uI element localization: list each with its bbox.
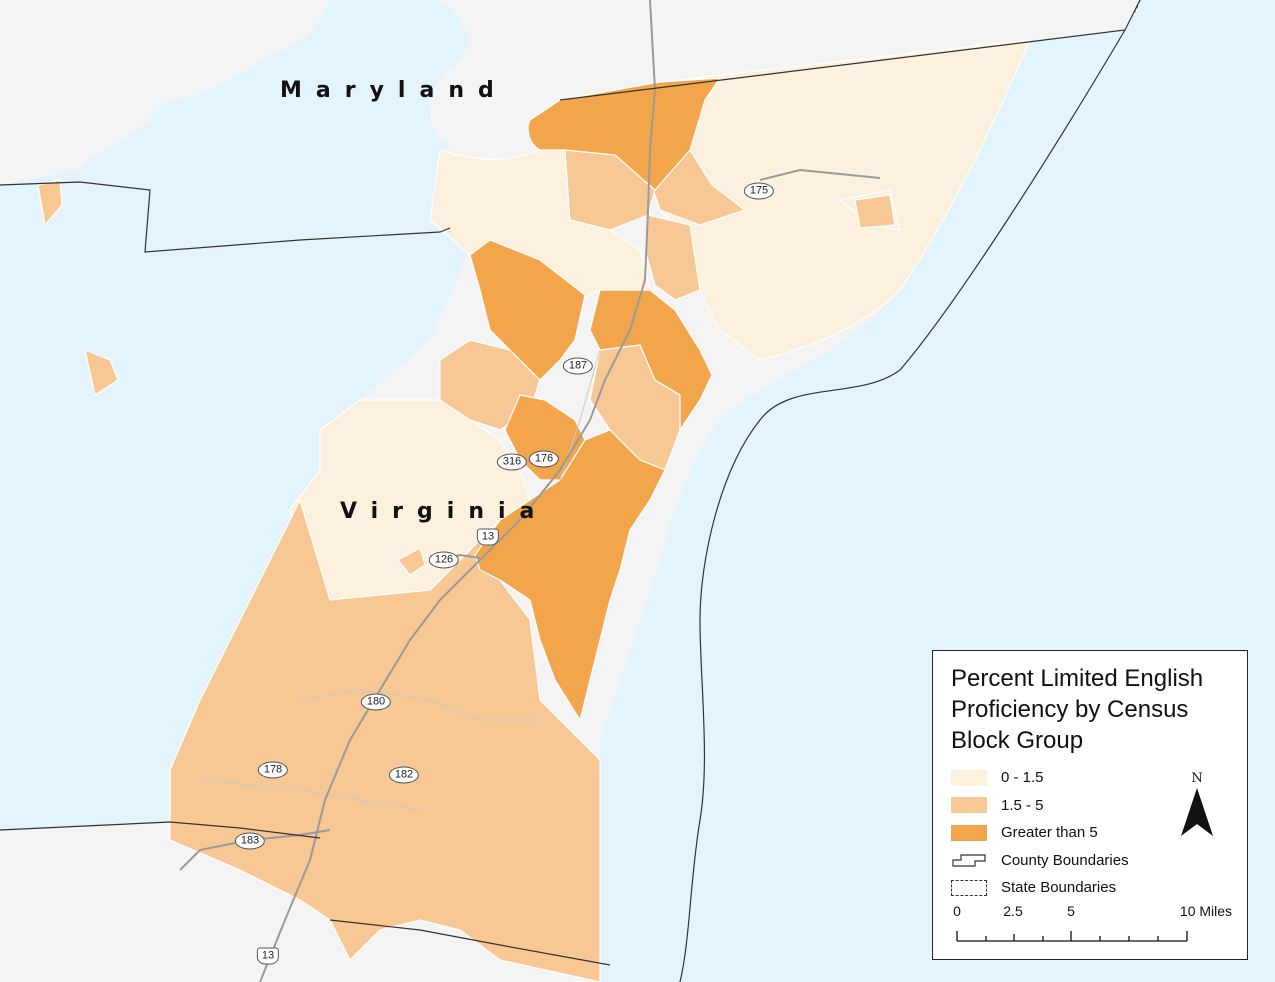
state-boundaries (0, 0, 1141, 982)
block-group (84, 349, 119, 396)
legend-swatch-low (951, 769, 987, 786)
legend-label-state: State Boundaries (1001, 879, 1117, 897)
legend-row-high: Greater than 5 (951, 819, 1231, 847)
block-group (469, 239, 586, 381)
scale-label-0: 0 (953, 903, 961, 919)
land-maryland-west (0, 0, 330, 185)
block-group (644, 214, 701, 301)
legend-row-mid: 1.5 - 5 (951, 792, 1231, 820)
route-shield-126: 126 (428, 551, 460, 569)
route-shield-183: 183 (234, 832, 266, 850)
route-shield-180: 180 (360, 693, 392, 711)
block-groups-high (469, 77, 722, 722)
scale-bar-graphic (956, 931, 1188, 942)
route-shield-us13-north: 13 (476, 528, 500, 546)
scale-bar: 0 2.5 5 10 Miles (951, 903, 1241, 953)
state-boundary-symbol (951, 879, 987, 896)
scale-label-5: 5 (1067, 903, 1075, 919)
legend-swatch-high (951, 824, 987, 841)
legend-label-county: County Boundaries (1001, 851, 1129, 869)
legend-swatch-mid (951, 797, 987, 814)
scale-label-2-5: 2.5 (1003, 903, 1023, 919)
legend-label-low: 0 - 1.5 (1001, 769, 1044, 787)
legend-label-high: Greater than 5 (1001, 824, 1098, 842)
route-shield-187: 187 (562, 357, 594, 375)
scale-label-10-miles: 10 Miles (1179, 903, 1233, 919)
route-shield-182: 182 (388, 766, 420, 784)
route-shield-178: 178 (257, 761, 289, 779)
block-group (527, 77, 722, 191)
block-group (854, 194, 896, 229)
route-shield-175: 175 (743, 182, 775, 200)
north-label: N (1191, 771, 1203, 786)
route-shield-176: 176 (528, 450, 560, 468)
block-group (37, 179, 63, 227)
label-virginia: Virginia (340, 499, 549, 524)
legend-label-mid: 1.5 - 5 (1001, 796, 1044, 814)
route-shield-316: 316 (496, 453, 528, 471)
legend-row-county: County Boundaries (951, 847, 1231, 875)
label-maryland: Maryland (280, 78, 508, 103)
north-arrow-icon (1181, 788, 1213, 836)
legend-row-state: State Boundaries (951, 874, 1231, 902)
north-arrow: N (1179, 771, 1215, 843)
route-shield-us13-south: 13 (256, 947, 280, 965)
county-boundary-symbol (952, 854, 986, 867)
map-legend: Percent Limited English Proficiency by C… (932, 650, 1248, 960)
land-maryland-east (429, 0, 1140, 155)
legend-row-low: 0 - 1.5 (951, 764, 1231, 792)
block-group (397, 547, 426, 576)
legend-title: Percent Limited English Proficiency by C… (951, 665, 1204, 754)
